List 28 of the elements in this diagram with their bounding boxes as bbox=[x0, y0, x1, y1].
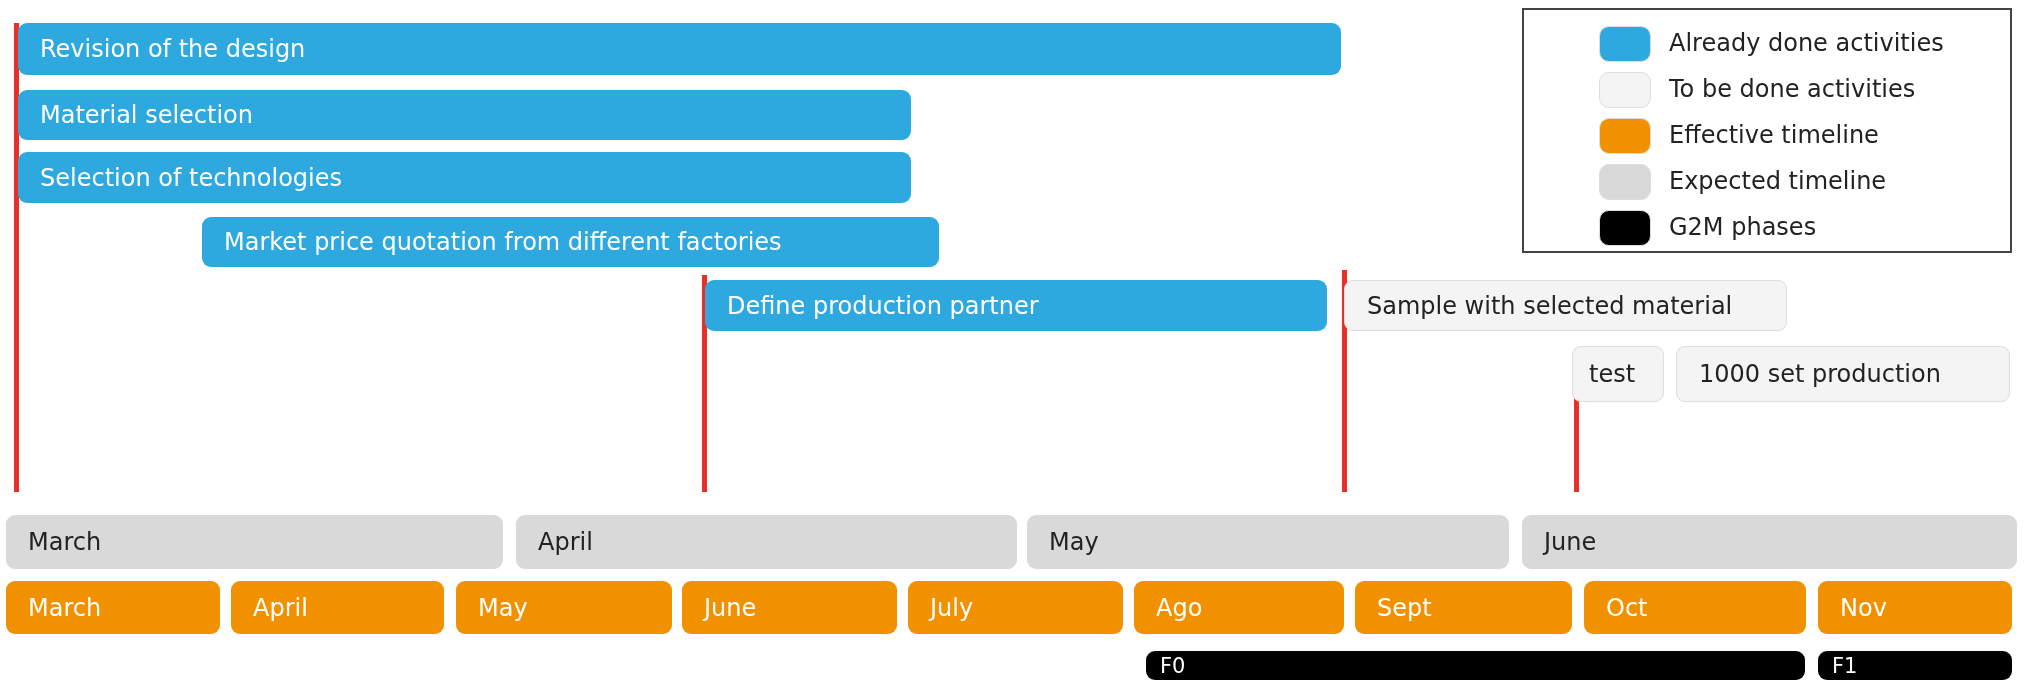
month-bar: April bbox=[516, 515, 1017, 569]
phase-bar: F0 bbox=[1146, 651, 1805, 680]
activity-bar: Revision of the design bbox=[18, 23, 1341, 75]
legend-label: G2M phases bbox=[1669, 213, 1817, 241]
activity-bar: 1000 set production bbox=[1676, 346, 2010, 402]
month-bar: March bbox=[6, 515, 503, 569]
month-bar: April bbox=[231, 581, 444, 634]
activity-bar: test bbox=[1572, 346, 1664, 402]
legend-label: Expected timeline bbox=[1669, 167, 1887, 195]
month-bar: Nov bbox=[1818, 581, 2012, 634]
month-bar: June bbox=[682, 581, 897, 634]
month-bar: Oct bbox=[1584, 581, 1806, 634]
month-bar: June bbox=[1522, 515, 2017, 569]
activity-bar: Market price quotation from different factories bbox=[202, 217, 939, 267]
activity-bar: Sample with selected material bbox=[1344, 280, 1787, 331]
activity-bar: Material selection bbox=[18, 90, 911, 140]
month-bar: May bbox=[1027, 515, 1509, 569]
month-bar: March bbox=[6, 581, 220, 634]
month-bar: May bbox=[456, 581, 672, 634]
month-bar: July bbox=[908, 581, 1123, 634]
activity-bar: Define production partner bbox=[705, 280, 1327, 331]
activity-bar: Selection of technologies bbox=[18, 152, 911, 203]
month-bar: Sept bbox=[1355, 581, 1572, 634]
legend-label: Already done activities bbox=[1669, 29, 1944, 57]
legend-label: Effective timeline bbox=[1669, 121, 1879, 149]
phase-bar: F1 bbox=[1818, 651, 2012, 680]
month-bar: Ago bbox=[1134, 581, 1344, 634]
legend-label: To be done activities bbox=[1669, 75, 1916, 103]
